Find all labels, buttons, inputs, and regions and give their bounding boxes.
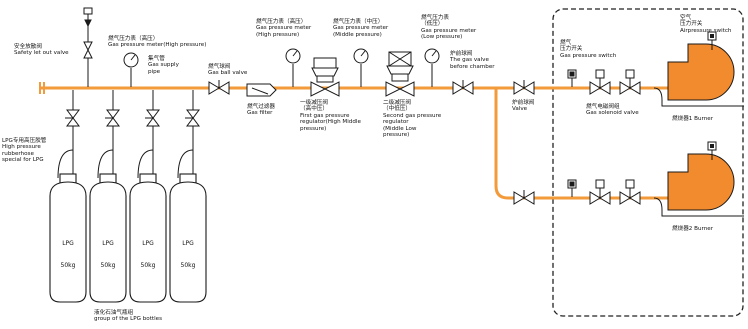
burner1-valve bbox=[513, 80, 535, 95]
label-pressure-meter-high-2: 燃气压力表（高压）Gas pressure meter(High pressur… bbox=[256, 19, 312, 38]
cylinder-3-label: LPG bbox=[142, 240, 154, 247]
label-pressure-meter-high-1: 燃气压力表（高压）Gas pressure meter(High pressur… bbox=[108, 36, 207, 49]
lpg-cylinder-3 bbox=[129, 173, 167, 303]
cylinder-4-weight: 50kg bbox=[180, 262, 196, 269]
branch-1 bbox=[65, 90, 80, 178]
label-burner-1: 燃烧器1 Burner bbox=[672, 116, 713, 122]
gas-valve-before-chamber bbox=[452, 80, 474, 95]
pipe-inlet-cap bbox=[39, 82, 45, 94]
pressure-gauge-high-2 bbox=[285, 48, 301, 87]
lpg-cylinder-2 bbox=[89, 173, 127, 303]
cylinder-4-label: LPG bbox=[182, 240, 194, 247]
cylinder-3-weight: 50kg bbox=[140, 262, 156, 269]
burner-section-box bbox=[552, 8, 744, 317]
label-pressure-meter-middle: 燃气压力表（中压）Gas pressure meter(Middle press… bbox=[333, 19, 389, 38]
gas-ball-valve-1 bbox=[208, 80, 230, 95]
burner-2 bbox=[653, 141, 744, 217]
first-pressure-regulator bbox=[310, 57, 340, 97]
pressure-gauge-middle bbox=[353, 48, 369, 87]
branch-2 bbox=[105, 90, 120, 178]
branch-3 bbox=[145, 90, 160, 178]
gas-filter bbox=[246, 83, 277, 97]
branch-4 bbox=[185, 90, 200, 178]
lpg-cylinder-1 bbox=[49, 173, 87, 303]
second-pressure-regulator bbox=[385, 51, 415, 97]
pressure-gauge-high-1 bbox=[123, 52, 139, 87]
gas-solenoid-valve-1 bbox=[589, 69, 641, 95]
cylinder-2-label: LPG bbox=[102, 240, 114, 247]
gas-pressure-switch-2 bbox=[567, 179, 577, 197]
cylinder-2-weight: 50kg bbox=[100, 262, 116, 269]
burner-1 bbox=[653, 31, 744, 107]
burner2-valve bbox=[513, 190, 535, 205]
lpg-cylinders bbox=[49, 173, 207, 303]
gas-pressure-switch-1 bbox=[567, 69, 577, 87]
pressure-gauge-low bbox=[424, 48, 440, 87]
cylinder-branches bbox=[57, 90, 200, 179]
safety-let-out-valve bbox=[83, 7, 93, 87]
gas-solenoid-valve-2 bbox=[589, 179, 641, 205]
label-burner-2: 燃烧器2 Burner bbox=[672, 226, 713, 232]
cylinder-1-label: LPG bbox=[62, 240, 74, 247]
label-pressure-meter-low: 燃气压力表（低压）Gas pressure meter(Low pressure… bbox=[421, 15, 477, 41]
cylinder-1-weight: 50kg bbox=[60, 262, 76, 269]
lpg-cylinder-4 bbox=[169, 173, 207, 303]
